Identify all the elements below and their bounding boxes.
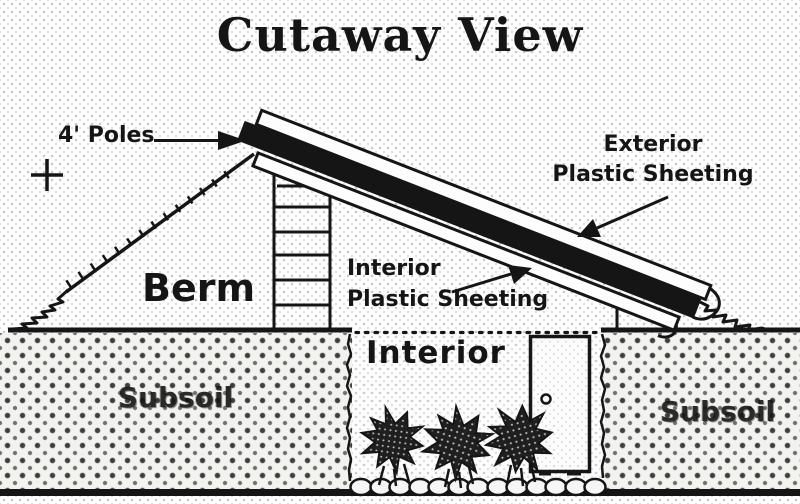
roof-assembly [237,108,721,339]
pit-walls [345,333,607,482]
interior-arrow-icon [451,265,532,294]
door [528,334,592,476]
plant-icon [483,403,554,487]
berm-label: Berm [142,266,256,310]
poles-arrow-icon [154,131,246,150]
poles-label: 4' Poles [58,123,155,148]
subsoil-left-label: Subsoil [118,381,234,414]
exterior-sheeting-label-line2: Plastic Sheeting [552,162,754,187]
subsoil-right-label: Subsoil [660,395,776,428]
support-column [272,166,332,330]
cobblestone-floor [349,477,607,497]
interior-sheeting-label-line2: Plastic Sheeting [347,287,549,312]
interior-sheeting-label: Interior Plastic Sheeting [347,253,548,315]
interior-sheeting-label-line1: Interior [347,256,441,281]
poles-dark-band [237,120,702,319]
plant-icon [419,402,496,489]
ground-line [8,327,800,335]
door-knob-icon [540,393,552,405]
interior-room-label: Interior [366,335,506,371]
page-title: Cutaway View [216,8,584,62]
berm-toe-scribble [11,288,70,331]
exterior-sheet-end-curl [687,286,721,321]
exterior-plastic-sheet [254,108,713,302]
exterior-sheeting-label: Exterior Plastic Sheeting [543,130,763,190]
right-dirt-mound [699,300,773,333]
exterior-sheeting-label-line1: Exterior [603,132,703,157]
plus-mark-icon [31,159,63,191]
berm-outline [11,152,256,331]
interior-sheet-end-curl [657,324,678,339]
interior-plastic-sheet [251,150,682,333]
plant-icon [359,403,426,487]
exterior-arrow-icon [577,195,669,237]
